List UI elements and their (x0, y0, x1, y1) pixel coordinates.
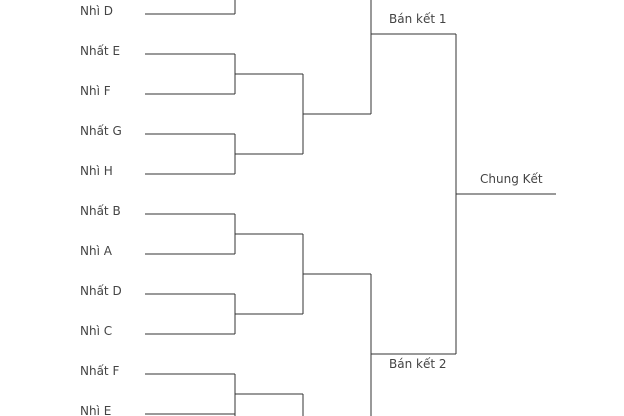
team-label: Nhì C (80, 324, 112, 338)
team-label: Nhì D (80, 4, 113, 18)
semifinal-2-label: Bán kết 2 (389, 357, 447, 371)
team-label: Nhất F (80, 364, 119, 378)
team-labels: Nhì D Nhất E Nhì F Nhất G Nhì H Nhất B Nhì A Nh… (80, 4, 122, 416)
team-label: Nhì F (80, 84, 111, 98)
team-label: Nhì E (80, 404, 111, 416)
team-label: Nhì A (80, 244, 113, 258)
team-label: Nhất E (80, 44, 120, 58)
final-label: Chung Kết (480, 172, 543, 186)
team-label: Nhất G (80, 124, 122, 138)
team-label: Nhất B (80, 204, 121, 218)
team-label: Nhì H (80, 164, 113, 178)
team-label: Nhất D (80, 284, 122, 298)
semifinal-1-label: Bán kết 1 (389, 12, 447, 26)
bracket-lines (145, 0, 556, 416)
